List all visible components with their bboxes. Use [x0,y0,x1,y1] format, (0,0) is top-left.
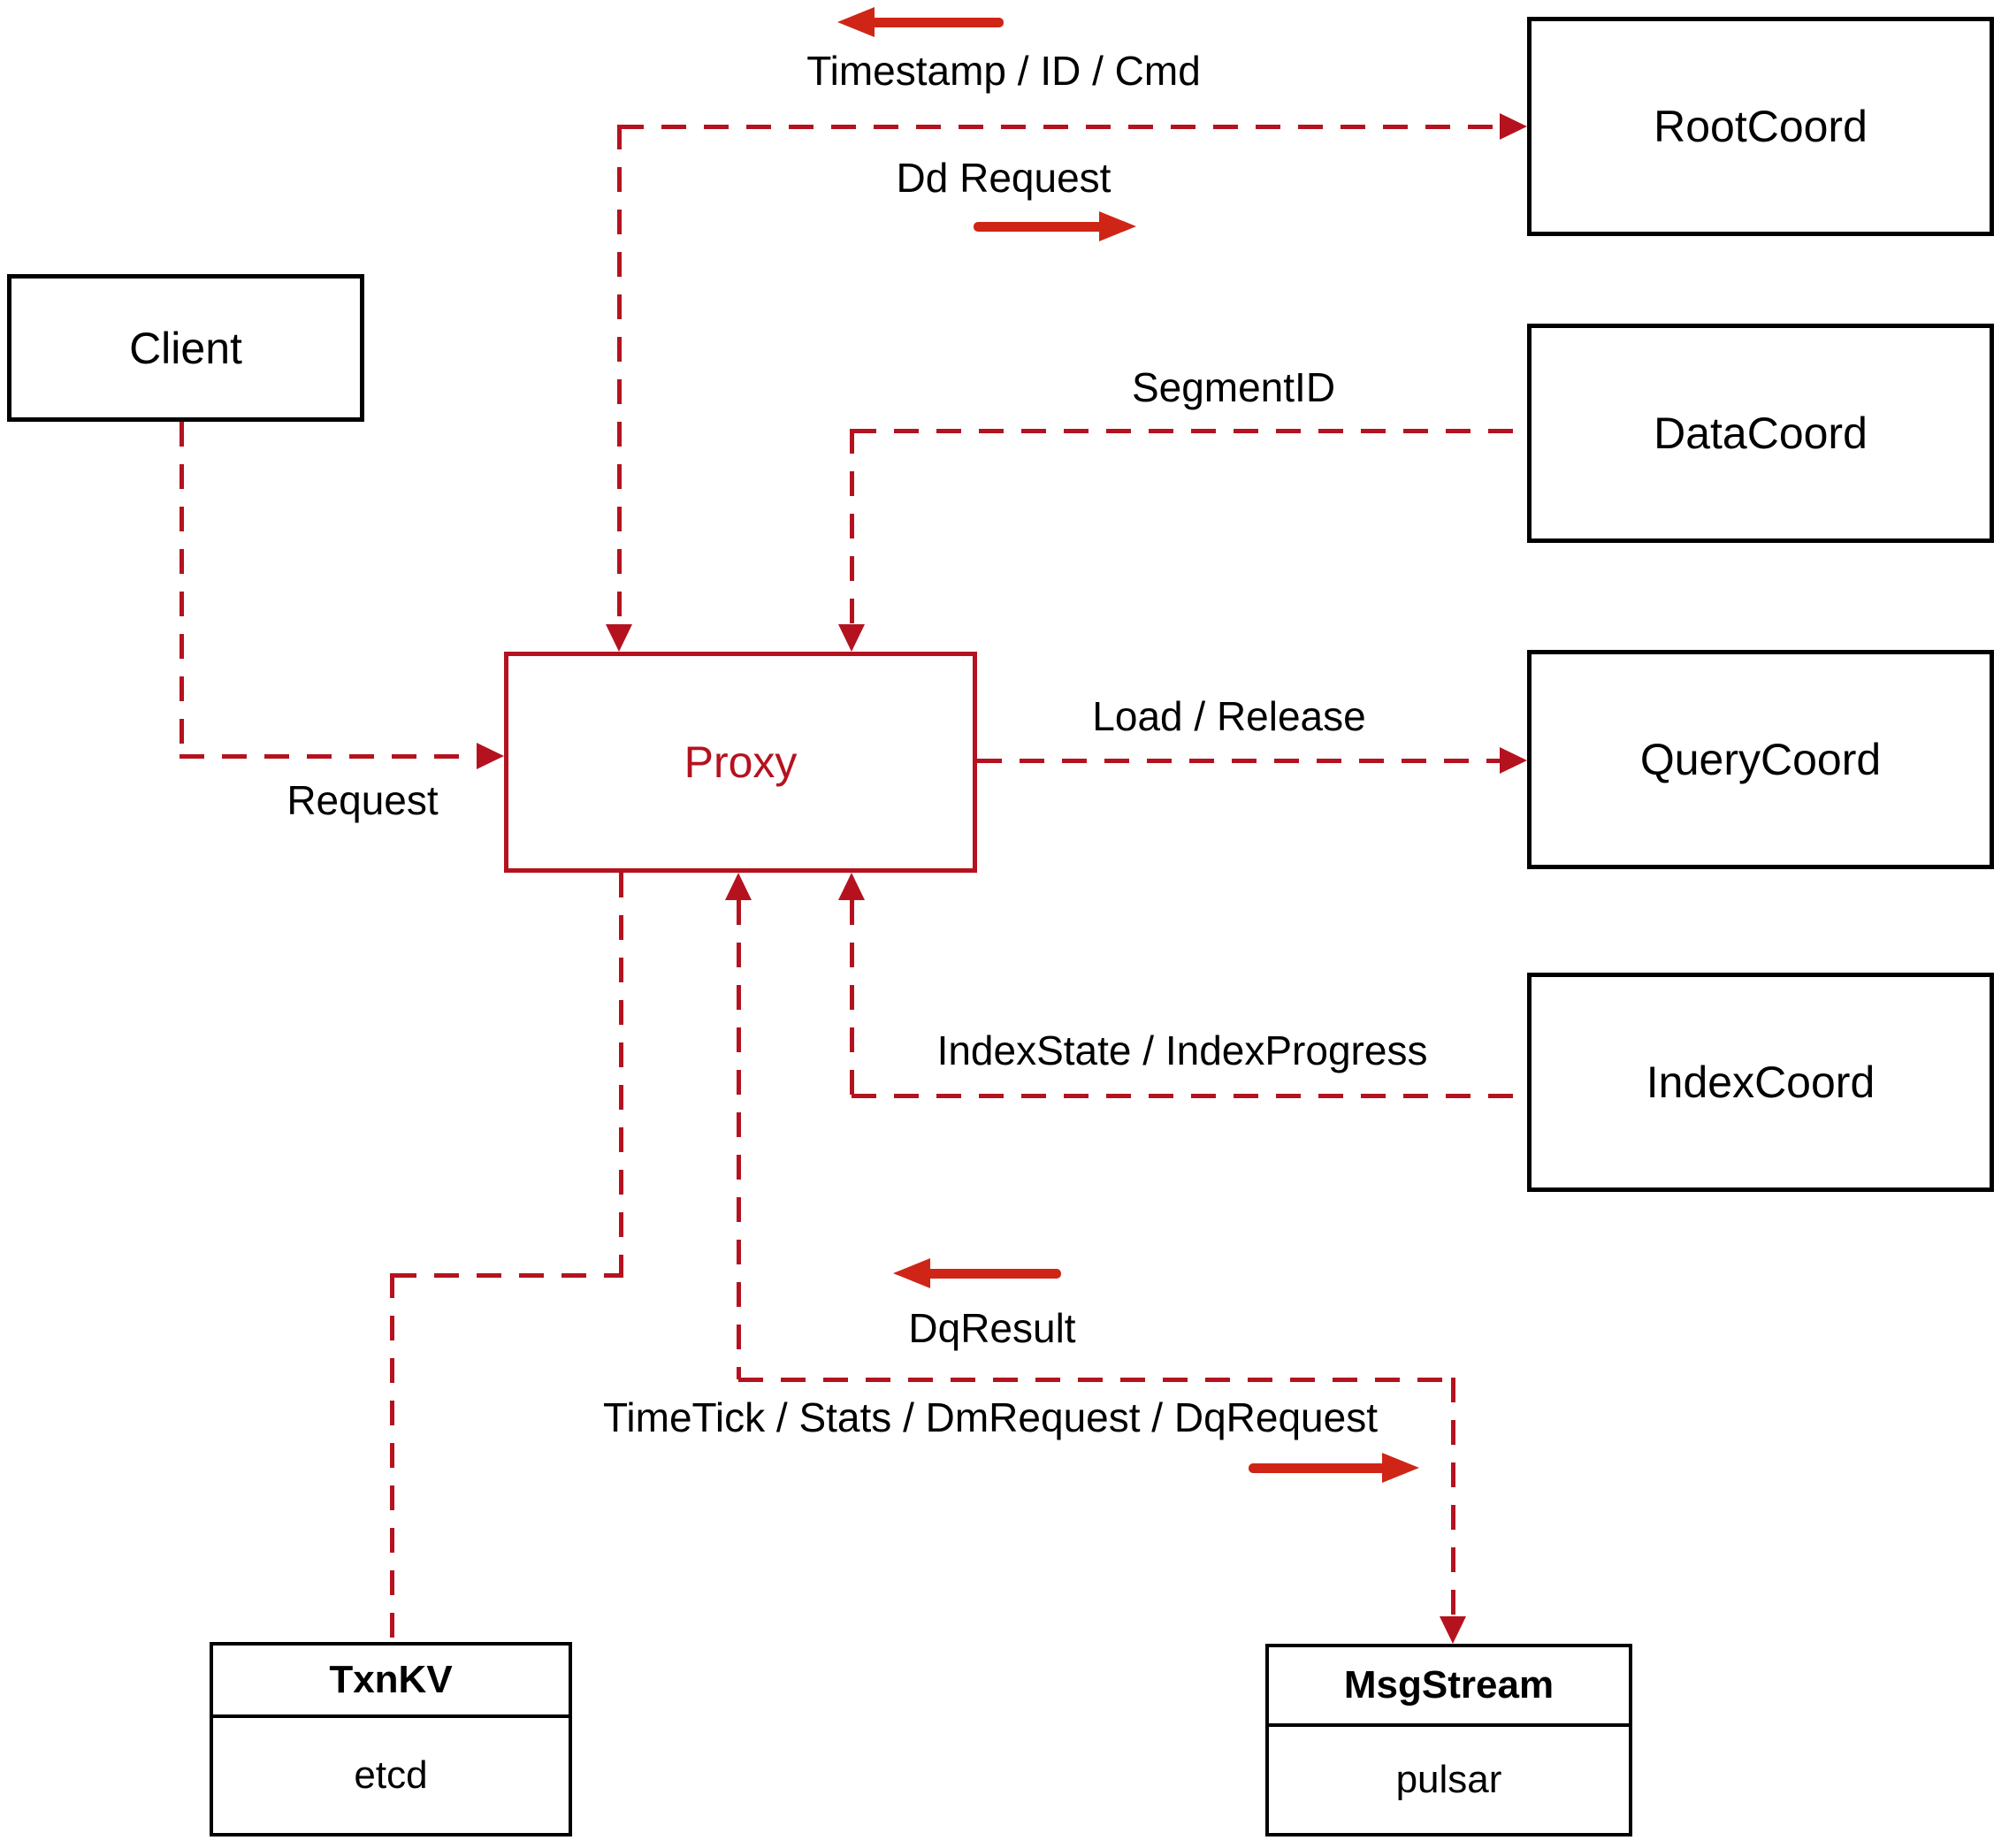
arrow-shaft [1249,1463,1393,1473]
direction-arrow-left-timestamp [837,7,1004,37]
node-msgstream-title: MsgStream [1269,1647,1629,1727]
arrow-shaft [920,1269,1061,1279]
edge-datacoord-proxy-horizontal [852,429,1527,433]
node-querycoord-label: QueryCoord [1639,735,1882,784]
node-indexcoord: IndexCoord [1527,973,1994,1192]
node-datacoord-label: DataCoord [1654,409,1868,458]
direction-arrow-right-dd-request [974,211,1136,241]
node-rootcoord-label: RootCoord [1654,102,1868,151]
edge-label-indexstate-progress: IndexState / IndexProgress [936,1027,1428,1073]
edge-indexcoord-proxy-vertical [850,900,854,1098]
node-rootcoord: RootCoord [1527,17,1994,236]
node-indexcoord-label: IndexCoord [1646,1058,1875,1107]
edge-client-proxy-horizontal [180,754,477,759]
direction-arrow-right-dqrequest [1249,1453,1419,1483]
edge-client-proxy-vertical [180,422,184,756]
node-querycoord: QueryCoord [1527,650,1994,869]
node-msgstream: MsgStream pulsar [1265,1644,1632,1837]
arrow-shaft [974,222,1110,232]
arrowhead-into-msgstream [1440,1616,1466,1644]
edge-proxy-msgstream-vertical-left [737,900,741,1379]
node-txnkv-title: TxnKV [213,1646,569,1718]
node-datacoord: DataCoord [1527,324,1994,543]
edge-label-dqresult: DqResult [908,1305,1076,1351]
node-msgstream-impl: pulsar [1395,1758,1502,1801]
direction-arrow-left-dqresult [893,1258,1061,1288]
arrow-shaft [864,18,1004,27]
edge-label-segment-id: SegmentID [1131,364,1336,410]
node-proxy-label: Proxy [684,737,798,787]
edge-label-timestamp-id-cmd: Timestamp / ID / Cmd [806,48,1201,94]
arrowhead-into-proxy-bottom-left [725,873,752,900]
edge-label-dd-request: Dd Request [896,155,1111,201]
edge-proxy-msgstream-vertical-right [1451,1378,1455,1616]
edge-proxy-txnkv-vertical-upper [619,873,623,1277]
edge-proxy-txnkv-vertical-lower [390,1273,394,1642]
edge-label-request: Request [286,777,439,823]
arrowhead-into-querycoord [1500,747,1527,774]
edge-label-timetick-stats: TimeTick / Stats / DmRequest / DqRequest [603,1394,1378,1440]
edge-proxy-querycoord-horizontal [977,759,1500,763]
edge-rootcoord-proxy-vertical [617,125,622,625]
node-txnkv-impl: etcd [354,1753,428,1797]
arrowhead-into-rootcoord [1500,113,1527,140]
arrowhead-into-proxy-top-left [606,624,632,652]
arrowhead-into-proxy-bottom-right [838,873,865,900]
edge-datacoord-proxy-vertical [850,429,854,625]
edge-label-load-release: Load / Release [1092,693,1366,739]
edge-indexcoord-proxy-horizontal [852,1094,1527,1098]
node-client-label: Client [129,323,242,373]
arrowhead-into-proxy-top-right [838,624,865,652]
edge-proxy-msgstream-horizontal [738,1378,1455,1382]
node-proxy: Proxy [504,652,977,873]
arrowhead-into-proxy-left [477,743,504,769]
node-client: Client [7,274,364,422]
edge-proxy-txnkv-horizontal [392,1273,623,1278]
node-txnkv: TxnKV etcd [210,1642,572,1837]
edge-proxy-rootcoord-horizontal [619,125,1501,129]
